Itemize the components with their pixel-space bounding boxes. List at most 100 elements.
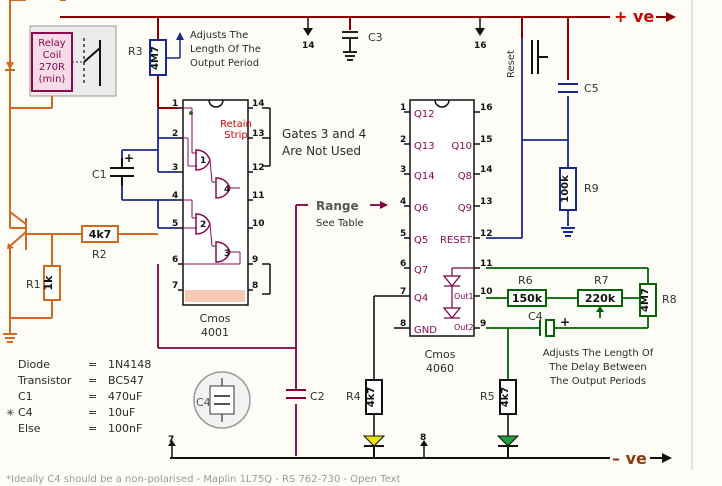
r7-note-1: Adjusts The Length Of [543,348,654,359]
ic1-gates [195,149,231,263]
ic2-internal-diodes [442,267,474,319]
ic2-label-q9: Q9 [458,203,472,214]
resistor-r8 [639,283,657,317]
ic2-pin-9: 9 [480,319,486,329]
r3-label: R3 [128,45,143,58]
r6-label: R6 [518,274,533,287]
parts-row-value: BC547 [108,374,144,387]
ic2-pin-6: 6 [400,259,406,269]
gate-1-label: 1 [200,156,206,166]
ic1-pin-5: 5 [172,219,178,229]
out1-label: Out1 [454,292,474,301]
ic1-pin-14: 14 [252,99,265,109]
ic2-label-q6: Q6 [414,203,428,214]
ic1-pin-8: 8 [252,281,258,291]
resistor-r2 [81,225,119,243]
relay-line-3: 270R [39,62,65,73]
c4-illustration [193,371,251,429]
ic2-name: Cmos [425,348,456,361]
r8-value: 4M7 [640,288,651,312]
ic2-label-q5: Q5 [414,235,428,246]
resistor-r9 [559,167,577,211]
gates-note-1: Gates 3 and 4 [282,127,366,141]
negative-rail [170,446,610,459]
ic2-pin-16: 16 [480,103,493,113]
output-wiring [157,204,308,456]
pin-8-ground: 8 [420,433,428,458]
ic2-label-gnd: GND [414,325,437,336]
ic1-name: Cmos [200,312,231,325]
ic2-pin-10: 10 [480,287,493,297]
ic2-pin-5: 5 [400,229,406,239]
reset-switch [531,40,548,74]
r7-note-2: The Delay Between [548,362,646,373]
led-green [496,435,520,447]
pin-7-label: 7 [168,435,174,445]
ic2-label-q8: Q8 [458,171,472,182]
footer-note: *Ideally C4 should be a non-polarised - … [6,474,400,485]
gate-2-label: 2 [200,220,206,230]
ic2-pin-1: 1 [400,103,406,113]
ic2-label-q10: Q10 [451,141,472,152]
parts-row-value: 100nF [108,422,142,435]
negative-rail-arrow [662,453,672,463]
led-branch-q4 [373,295,404,436]
parts-row-eq: = [88,390,97,403]
resistor-r1 [43,265,61,301]
r9-value: 100k [560,175,571,203]
out2-label: Out2 [454,323,474,332]
capacitor-c4 [539,319,555,337]
gates-note-2: Are Not Used [282,144,361,158]
r3-note-3: Output Period [190,58,259,69]
ic1-pin-10: 10 [252,219,265,229]
parts-row-name: Diode [18,358,50,371]
ic2-pin-12: 12 [480,229,493,239]
driver-wiring [9,0,158,334]
c1-plus: + [124,151,134,165]
reset-wiring [486,38,569,239]
negative-rail-label: – ve [612,449,647,468]
r5-value: 4k7 [500,387,511,408]
c2-label: C2 [310,390,325,403]
parts-row-name: Else [18,422,41,435]
r1-value: 1k [42,275,55,291]
ic1-pin-3: 3 [172,163,178,173]
ic2-pin-13: 13 [480,197,493,207]
ic1-pin-4: 4 [172,191,178,201]
relay-block [29,25,117,97]
pin-8-label: 8 [420,433,426,443]
r3-value: 4M7 [150,46,161,70]
c4-illustration-label: C4 [196,396,211,409]
parts-row-name: C4 [18,406,33,419]
resistor-r4 [365,379,383,415]
ic1-pin-7: 7 [172,281,178,291]
parts-list: Diode = 1N4148 Transistor = BC547 C1 = 4… [6,358,151,435]
resistor-r5 [499,379,517,415]
resistor-r3 [149,32,184,76]
parts-row-eq: = [88,406,97,419]
positive-rail [60,16,610,109]
parts-row-name: Transistor [17,374,72,387]
ic2-pin-2: 2 [400,135,406,145]
r7-value: 220k [585,292,616,305]
ic1-pin-9: 9 [252,255,258,265]
parts-row-eq: = [88,374,97,387]
resistor-r6 [507,289,547,307]
retain-strip-2: Strip [224,130,248,141]
ground-r1 [3,333,17,343]
ic2-pin-3: 3 [400,165,406,175]
c5-label: C5 [584,82,599,95]
ic2-pin-4: 4 [400,197,406,207]
c4-label: C4 [528,310,543,323]
r2-value: 4k7 [89,228,112,241]
ic1-pin-1: 1 [172,99,178,109]
ic1-pin-11: 11 [252,191,265,201]
ic2-left-stubs [404,111,410,329]
relay-line-1: Relay [38,38,66,49]
ic1-4001 [182,99,249,306]
ic1-pin-12: 12 [252,163,265,173]
ic2-label-reset: RESET [440,235,473,246]
capacitor-c1 [110,158,134,186]
timing-wiring [121,108,178,229]
ic2-part: 4060 [426,362,454,375]
